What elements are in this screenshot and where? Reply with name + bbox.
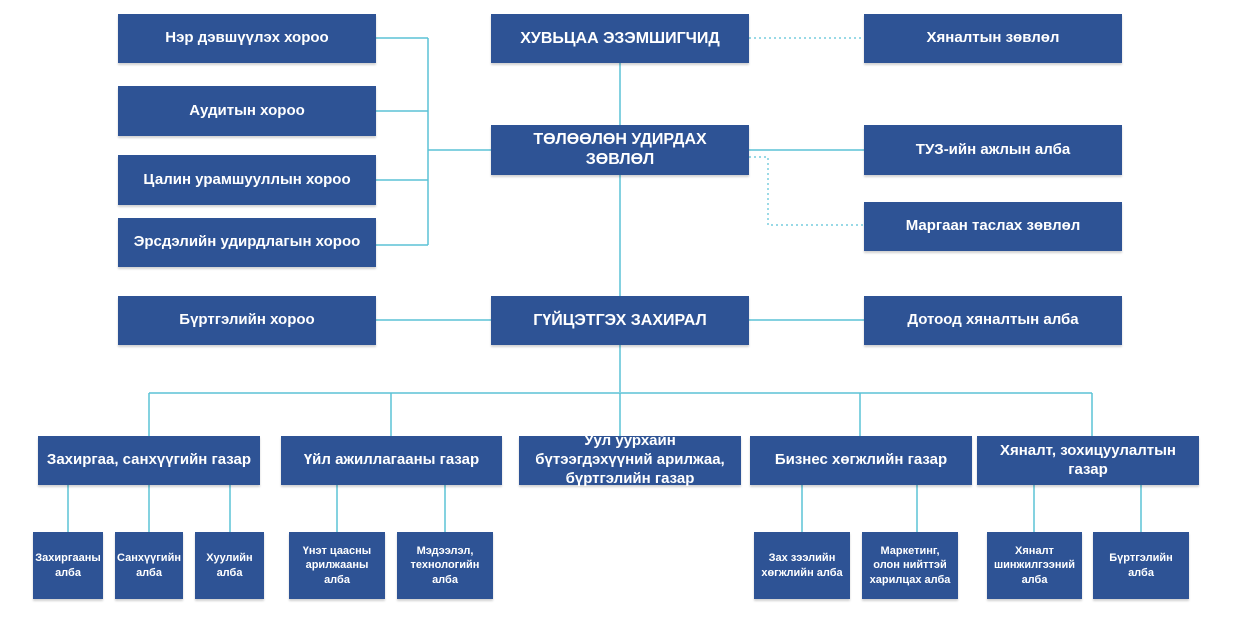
dotted-link-dispute — [749, 156, 864, 226]
registration-committee: Бүртгэлийн хороо — [118, 296, 376, 345]
division-business-development: Бизнес хөгжлийн газар — [750, 436, 972, 485]
board-secretariat-box: ТУЗ-ийн ажлын алба — [864, 125, 1122, 175]
supervisory-council-box: Хяналтын зөвлөл — [864, 14, 1122, 63]
unit-market-development: Зах зээлийн хөгжлийн алба — [754, 532, 850, 599]
division-operations: Үйл ажиллагааны газар — [281, 436, 502, 485]
unit-registration: Бүртгэлийн алба — [1093, 532, 1189, 599]
division-admin-finance: Захиргаа, санхүүгийн газар — [38, 436, 260, 485]
unit-marketing-pr: Маркетинг, олон нийттэй харилцах алба — [862, 532, 958, 599]
unit-administration: Захиргааны алба — [33, 532, 103, 599]
division-mining-trading: Уул уурхайн бүтээгдэхүүний арилжаа, бүрт… — [519, 432, 741, 487]
ceo-box: ГҮЙЦЭТГЭХ ЗАХИРАЛ — [491, 296, 749, 345]
committee-audit: Аудитын хороо — [118, 86, 376, 136]
unit-legal: Хуулийн алба — [195, 532, 264, 599]
shareholders-box: ХУВЬЦАА ЭЗЭМШИГЧИД — [491, 14, 749, 63]
committee-risk: Эрсдэлийн удирдлагын хороо — [118, 218, 376, 267]
unit-monitoring: Хяналт шинжилгээний алба — [987, 532, 1082, 599]
dispute-council-box: Маргаан таслах зөвлөл — [864, 202, 1122, 251]
division-control-regulation: Хяналт, зохицуулалтын газар — [977, 436, 1199, 485]
unit-securities-trading: Үнэт цаасны арилжааны алба — [289, 532, 385, 599]
unit-it: Мэдээлэл, технологийн алба — [397, 532, 493, 599]
committee-nomination: Нэр дэвшүүлэх хороо — [118, 14, 376, 63]
committee-remuneration: Цалин урамшууллын хороо — [118, 155, 376, 205]
unit-finance: Санхүүгийн алба — [115, 532, 183, 599]
board-box: ТӨЛӨӨЛӨН УДИРДАХ ЗӨВЛӨЛ — [491, 125, 749, 175]
internal-audit-box: Дотоод хяналтын алба — [864, 296, 1122, 345]
